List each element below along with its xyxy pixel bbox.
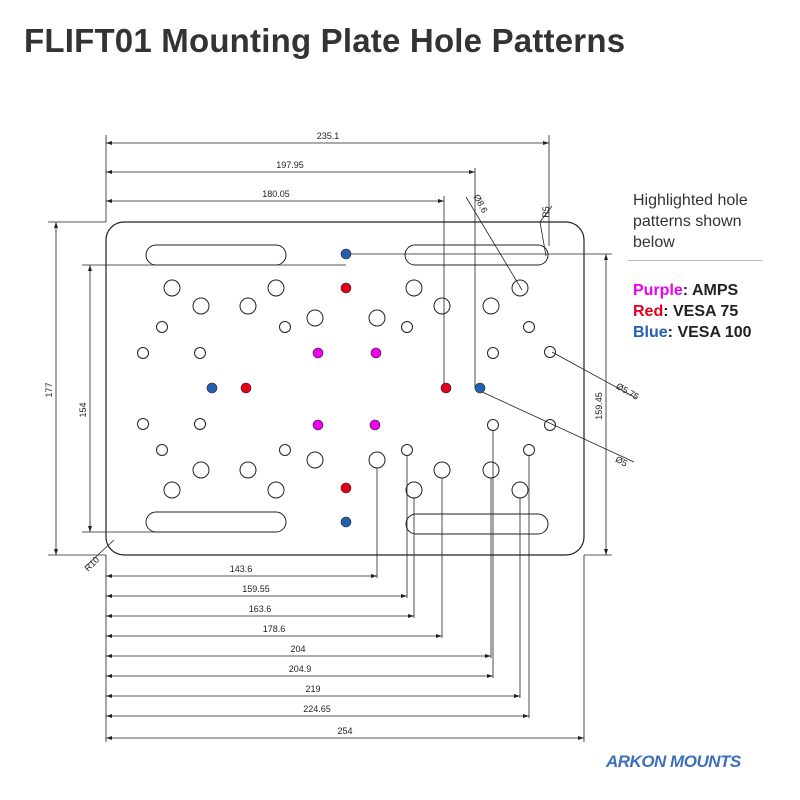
legend-value: VESA 75 xyxy=(668,303,739,320)
hole-purple xyxy=(312,347,324,359)
hole xyxy=(523,444,535,456)
legend-key: Purple xyxy=(633,282,683,299)
hole xyxy=(401,321,413,333)
hole xyxy=(279,444,291,456)
legend-key: Red xyxy=(633,303,664,320)
legend-value: VESA 100 xyxy=(673,324,752,341)
hole xyxy=(192,461,210,479)
hole-purple xyxy=(312,419,324,431)
dim-bottom-5: 204 xyxy=(290,644,305,654)
hole xyxy=(194,418,206,430)
hole xyxy=(163,481,181,499)
callout-radius-5: R5 xyxy=(541,206,551,218)
hole xyxy=(194,347,206,359)
legend-sep: : xyxy=(682,282,689,299)
hole-blue xyxy=(340,516,352,528)
hole-purple xyxy=(370,347,382,359)
hole xyxy=(267,279,285,297)
dim-bottom-9: 254 xyxy=(337,726,352,736)
hole xyxy=(368,309,386,327)
dim-top-3: 180.05 xyxy=(262,189,290,199)
hole-blue xyxy=(340,248,352,260)
hole-red xyxy=(440,382,452,394)
hole xyxy=(482,461,500,479)
dim-bottom-3: 163.6 xyxy=(249,604,272,614)
dim-top-1: 235.1 xyxy=(317,131,340,141)
page-title: FLIFT01 Mounting Plate Hole Patterns xyxy=(24,22,626,59)
hole xyxy=(156,444,168,456)
hole xyxy=(239,297,257,315)
hole-red xyxy=(340,282,352,294)
brand-logo: ARKON MOUNTS xyxy=(606,752,741,771)
hole xyxy=(401,444,413,456)
hole-red xyxy=(340,482,352,494)
plate-outline xyxy=(105,221,585,556)
hole xyxy=(267,481,285,499)
hole xyxy=(544,346,556,358)
hole xyxy=(487,419,499,431)
dim-bottom-7: 219 xyxy=(305,684,320,694)
slot-top-right xyxy=(404,244,549,266)
legend-item-blue: Blue: VESA 100 xyxy=(633,324,752,342)
dim-bottom-2: 159.55 xyxy=(242,584,270,594)
callout-radius-10: R10 xyxy=(83,555,102,574)
dim-bottom-6: 204.9 xyxy=(289,664,312,674)
dim-bottom-8: 224.65 xyxy=(303,704,331,714)
dim-bottom-1: 143.6 xyxy=(230,564,253,574)
hole xyxy=(433,461,451,479)
slot-top-left xyxy=(145,244,287,266)
hole xyxy=(544,419,556,431)
dim-left-2: 154 xyxy=(78,402,88,417)
legend-key: Blue xyxy=(633,324,668,341)
hole xyxy=(306,309,324,327)
legend-sep: : xyxy=(667,324,673,341)
hole xyxy=(137,418,149,430)
hole xyxy=(482,297,500,315)
hole xyxy=(163,279,181,297)
hole xyxy=(405,279,423,297)
dim-right-1: 159.45 xyxy=(594,392,604,420)
slot-bottom-left xyxy=(145,511,287,533)
hole-blue xyxy=(474,382,486,394)
legend-value: AMPS xyxy=(688,282,739,299)
highlighted-holes xyxy=(206,248,486,528)
dim-left-1: 177 xyxy=(44,382,54,397)
hole-purple xyxy=(369,419,381,431)
legend-intro: Highlighted hole patterns shown below xyxy=(633,192,748,251)
legend-divider xyxy=(628,260,762,261)
hole xyxy=(156,321,168,333)
legend-sep: : xyxy=(663,303,669,320)
legend-item-purple: Purple: AMPS xyxy=(633,282,738,300)
hole xyxy=(511,481,529,499)
hole xyxy=(368,451,386,469)
legend-item-red: Red: VESA 75 xyxy=(633,303,738,321)
callout-diameter-5-75: Ø5.75 xyxy=(614,381,640,402)
slot-bottom-right xyxy=(405,513,549,535)
hole-blue xyxy=(206,382,218,394)
hole xyxy=(511,279,529,297)
hole xyxy=(279,321,291,333)
arrowheads xyxy=(54,141,608,740)
hole xyxy=(433,297,451,315)
hole xyxy=(523,321,535,333)
dim-bottom-4: 178.6 xyxy=(263,624,286,634)
hole xyxy=(306,451,324,469)
hole xyxy=(192,297,210,315)
hole-red xyxy=(240,382,252,394)
callout-diameter-5: Ø5 xyxy=(614,454,629,468)
hole xyxy=(239,461,257,479)
hole xyxy=(405,481,423,499)
hole xyxy=(137,347,149,359)
hole xyxy=(487,347,499,359)
dimension-lines xyxy=(48,135,637,742)
dim-top-2: 197.95 xyxy=(276,160,304,170)
